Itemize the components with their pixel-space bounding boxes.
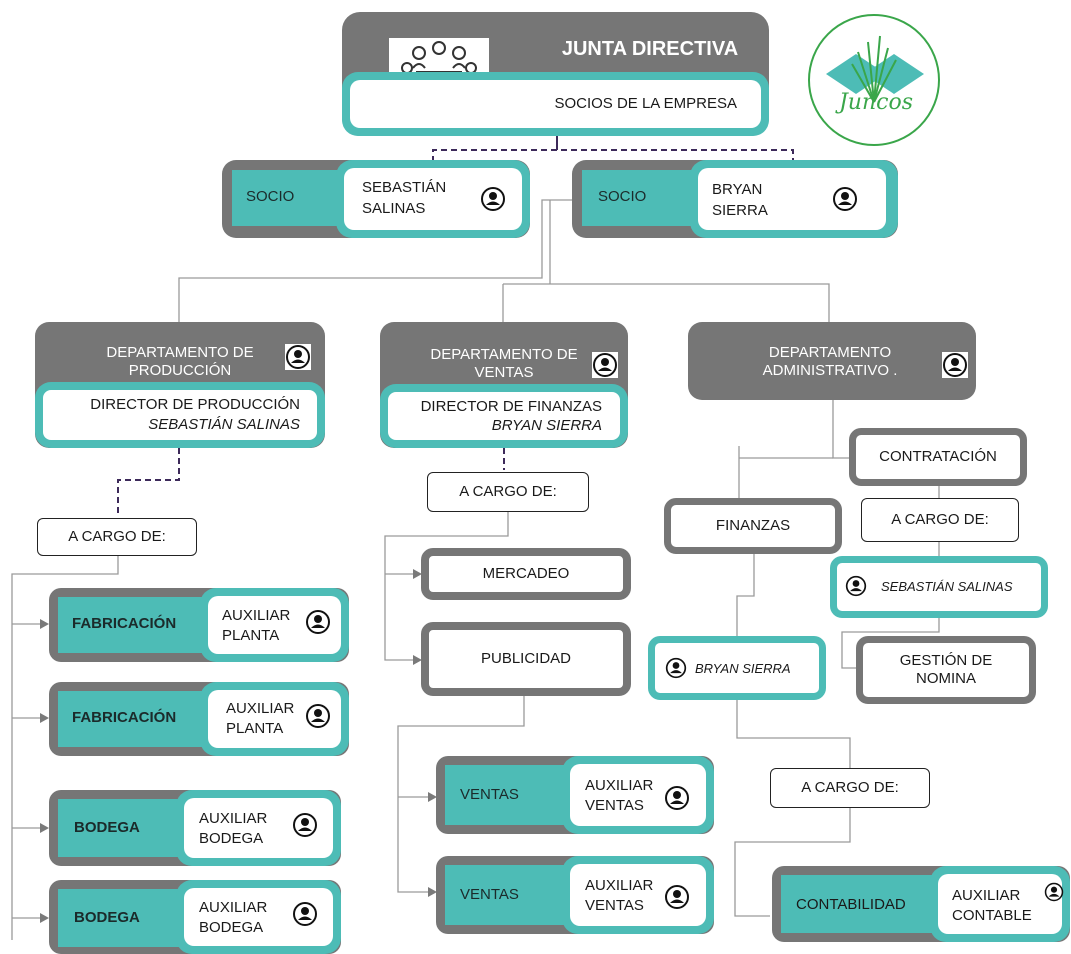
user-icon: [665, 885, 689, 909]
unit-bodega-1-area: BODEGA: [74, 819, 140, 836]
logo-text: Juncos: [838, 90, 913, 115]
unit-bodega-1-area-bg: [58, 799, 198, 857]
unit-contabilidad-area-bg: [781, 875, 941, 933]
socio-role-2-bg: [582, 170, 700, 226]
user-icon: [306, 610, 330, 634]
unit-ventas-2-area: VENTAS: [460, 886, 519, 903]
socio-role-1: SOCIO: [246, 188, 295, 205]
user-icon: [665, 786, 689, 810]
unit-bodega-1-role-frame: [176, 790, 341, 866]
unit-contabilidad-role-frame: [930, 866, 1070, 942]
area-finanzas: FINANZAS: [664, 498, 842, 554]
unit-fabricacion-2-role-frame: [200, 682, 349, 756]
director-produccion-box: [35, 382, 325, 448]
socio-name-1-line2: SALINAS: [362, 200, 426, 217]
a-cargo-finanzas: A CARGO DE:: [770, 768, 930, 808]
unit-ventas-1-area: VENTAS: [460, 786, 519, 803]
unit-ventas-2-area-bg: [445, 865, 575, 925]
a-cargo-ventas: A CARGO DE:: [427, 472, 589, 512]
unit-fabricacion-1-area-bg: [58, 597, 218, 653]
socios-empresa-label: SOCIOS DE LA EMPRESA: [350, 80, 761, 128]
user-icon: [481, 187, 505, 211]
socios-empresa-box: SOCIOS DE LA EMPRESA: [342, 72, 769, 136]
area-contratacion: CONTRATACIÓN: [849, 428, 1027, 486]
director-finanzas-box: [380, 384, 628, 448]
user-icon: [306, 704, 330, 728]
dept-administrativo-title: DEPARTAMENTO ADMINISTRATIVO .: [762, 344, 898, 379]
area-mercadeo: MERCADEO: [421, 548, 631, 600]
bryan-sierra-label: BRYAN SIERRA: [695, 661, 791, 676]
unit-fabricacion-1-area: FABRICACIÓN: [72, 615, 177, 632]
director-produccion-title: DIRECTOR DE PRODUCCIÓN: [90, 396, 300, 413]
socio-role-2: SOCIO: [598, 188, 647, 205]
user-icon: [845, 575, 867, 597]
socio-name-2-line2: SIERRA: [712, 202, 768, 219]
director-finanzas-name: BRYAN SIERRA: [491, 417, 602, 434]
socio-name-1-line1: SEBASTIÁN: [362, 179, 447, 196]
sebastian-salinas-label: SEBASTIÁN SALINAS: [881, 579, 1013, 594]
unit-ventas-1-role-frame: [562, 756, 714, 834]
junta-directiva-title: JUNTA DIRECTIVA: [561, 38, 739, 60]
socio-name-2-frame: [690, 160, 898, 238]
sebastian-salinas-card: SEBASTIÁN SALINAS: [830, 556, 1048, 618]
user-icon: [293, 813, 317, 837]
director-finanzas-title: DIRECTOR DE FINANZAS: [420, 398, 602, 415]
juncos-logo: Juncos: [806, 12, 942, 148]
user-icon: [285, 344, 311, 370]
a-cargo-contratacion: A CARGO DE:: [861, 498, 1019, 542]
user-icon: [592, 352, 618, 378]
a-cargo-produccion: A CARGO DE:: [37, 518, 197, 556]
user-icon: [833, 187, 857, 211]
area-publicidad: PUBLICIDAD: [421, 622, 631, 696]
unit-ventas-1-area-bg: [445, 765, 575, 825]
unit-bodega-2-area: BODEGA: [74, 909, 140, 926]
unit-fabricacion-2-area-bg: [58, 691, 218, 747]
unit-contabilidad-area: CONTABILIDAD: [796, 896, 906, 913]
bryan-sierra-card: BRYAN SIERRA: [648, 636, 826, 700]
user-icon: [665, 657, 687, 679]
socio-name-2-line1: BRYAN: [712, 181, 763, 198]
user-icon: [1044, 882, 1064, 902]
unit-fabricacion-2-area: FABRICACIÓN: [72, 709, 177, 726]
socio-role-1-bg: [232, 170, 342, 226]
unit-bodega-2-role-frame: [176, 880, 341, 954]
unit-bodega-2-area-bg: [58, 889, 198, 947]
dept-administrativo: [688, 322, 976, 400]
user-icon: [293, 902, 317, 926]
juncos-logo-icon: [808, 14, 940, 146]
user-icon: [942, 352, 968, 378]
director-produccion-name: SEBASTIÁN SALINAS: [148, 416, 300, 433]
